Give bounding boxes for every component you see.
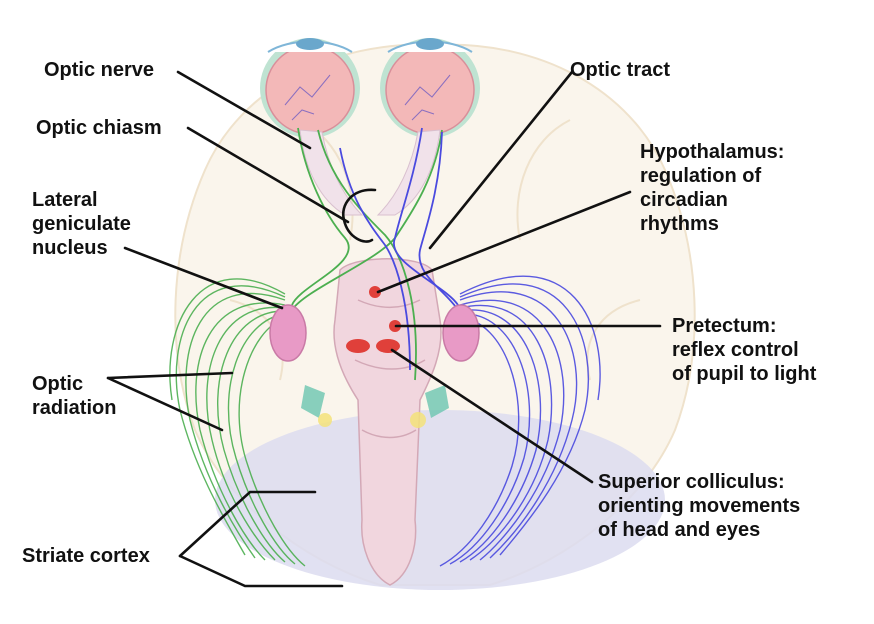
superior-colliculus-left (346, 339, 370, 353)
left-optic-radiation (169, 278, 306, 567)
superior-colliculus-label: Superior colliculus: orienting movements… (598, 471, 801, 541)
striate-cortex-label: Striate cortex (22, 545, 150, 567)
optic-fibers-blue (339, 127, 459, 371)
lgn-leader (123, 246, 284, 310)
left-lateral-geniculate-nucleus (269, 304, 307, 362)
hypothalamus-label: Hypothalamus: regulation of circadian rh… (640, 141, 785, 235)
optic-chiasm-label: Optic chiasm (36, 117, 162, 139)
right-optic-radiation (439, 275, 601, 567)
optic-tract-label: Optic tract (570, 59, 671, 81)
optic-radiation-label: Optic radiation (32, 373, 117, 419)
optic-nerve-label: Optic nerve (44, 59, 155, 81)
right-lateral-geniculate-nucleus (442, 304, 480, 362)
lgn-label: Lateral geniculate nucleus (32, 189, 131, 259)
optic-tract-leader (428, 70, 574, 250)
optic-nerve-leader (176, 70, 312, 150)
pretectum-label: Pretectum: reflex control of pupil to li… (672, 315, 817, 385)
optic-nerves (299, 129, 441, 216)
eyeball-left (260, 38, 360, 138)
eyeball-right (380, 38, 480, 138)
striate-cortex-leader-bottom (178, 554, 344, 588)
optic-chiasm-bracket (341, 188, 377, 243)
striate-cortex-leader-top (178, 490, 317, 558)
hypothalamus-dot (369, 286, 381, 298)
cranial-structures (301, 385, 449, 418)
superior-colliculus-leader (390, 348, 594, 484)
superior-colliculus-right (376, 339, 400, 353)
leader-lines (106, 70, 662, 588)
optic-chiasm-leader (186, 126, 350, 224)
yellow-ganglia (318, 412, 426, 428)
optic-radiation-leader-bottom (106, 376, 224, 432)
hypothalamus-leader (376, 190, 632, 294)
optic-radiation-leader-top (106, 371, 234, 380)
